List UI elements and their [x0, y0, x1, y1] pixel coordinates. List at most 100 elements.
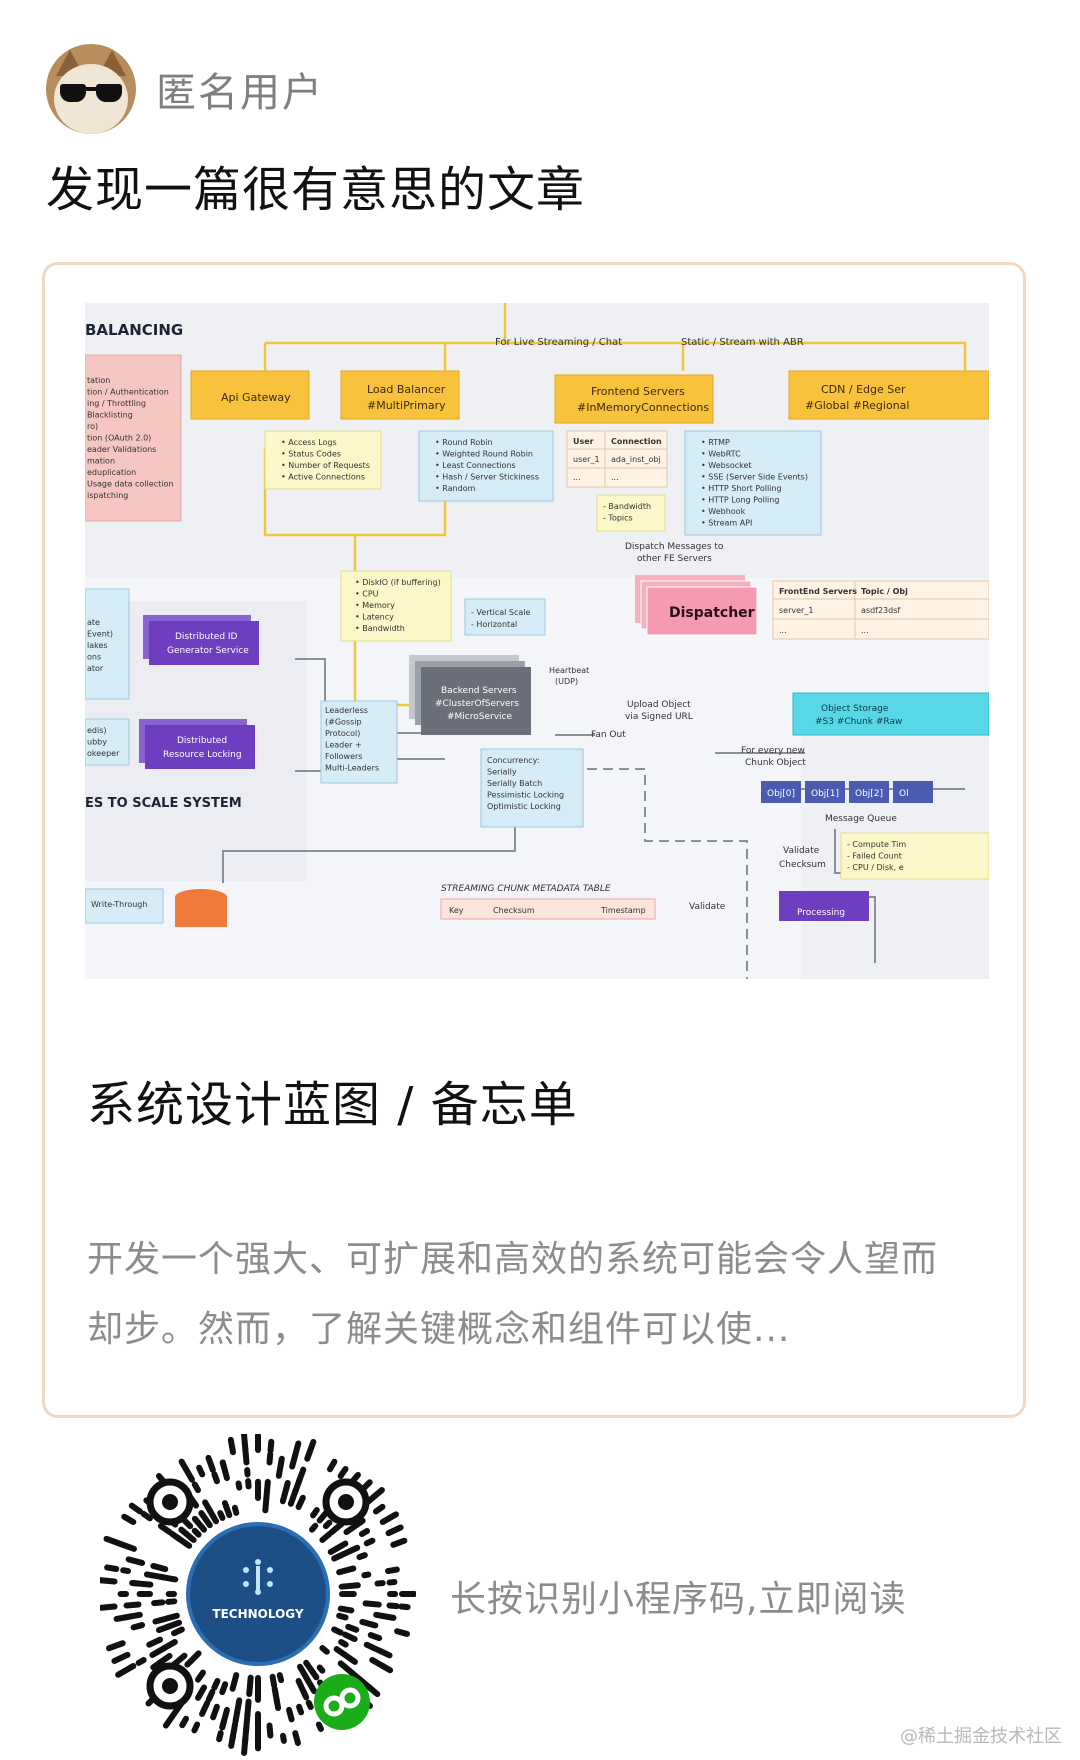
qr-dot: [117, 1617, 128, 1619]
qr-dot: [205, 1502, 210, 1510]
svg-text:#Global #Regional: #Global #Regional: [805, 399, 909, 412]
sunglasses-icon: [60, 84, 122, 102]
svg-text:Validate: Validate: [783, 846, 820, 856]
leader-list-item: Protocol): [325, 729, 360, 738]
article-card[interactable]: BALANCING For Live Streaming / Chat Stat…: [42, 262, 1026, 1418]
qr-dot: [195, 1531, 199, 1535]
qr-dot: [348, 1627, 356, 1630]
qr-dot: [202, 1703, 207, 1714]
qr-dot: [362, 1622, 375, 1625]
qr-dot: [152, 1648, 164, 1655]
left-list2-item: ons: [87, 653, 101, 662]
protocol-list-item: • WebRTC: [701, 450, 741, 459]
qr-dot: [239, 1484, 240, 1488]
dispatcher-label: Dispatcher: [669, 605, 755, 621]
obj-label: Obj[0]: [767, 789, 795, 799]
left-list3-item: okeeper: [87, 749, 120, 758]
qr-dot: [219, 1733, 221, 1739]
qr-dot: [271, 1442, 272, 1451]
qr-dot: [401, 1607, 407, 1608]
qr-dot: [378, 1650, 390, 1656]
qr-dot: [209, 1692, 212, 1700]
qr-dot: [118, 1666, 133, 1675]
svg-text:Distributed ID: Distributed ID: [175, 632, 238, 642]
metrics-list-item: • Memory: [355, 601, 395, 610]
svg-text:...: ...: [611, 473, 619, 482]
avatar[interactable]: [46, 44, 136, 134]
qr-dot: [159, 1627, 168, 1630]
qr-dot: [139, 1660, 144, 1663]
left-list2-item: lakes: [87, 641, 108, 650]
svg-text:FrontEnd Servers: FrontEnd Servers: [779, 587, 857, 596]
svg-text:Validate: Validate: [689, 902, 726, 912]
qr-dot: [331, 1544, 346, 1552]
author-name[interactable]: 匿名用户: [156, 60, 324, 118]
left-list-item: tation: [87, 376, 110, 385]
svg-text:...: ...: [573, 473, 581, 482]
qr-dot: [231, 1736, 233, 1746]
qr-dot: [249, 1678, 250, 1694]
qr-dot: [214, 1681, 217, 1688]
left-list-item: eader Validations: [87, 445, 156, 454]
svg-text:#S3 #Chunk #Raw: #S3 #Chunk #Raw: [815, 717, 902, 727]
mini-program-code[interactable]: TECHNOLOGY: [100, 1434, 416, 1756]
post-header: 匿名用户: [46, 44, 324, 134]
article-description: 开发一个强大、可扩展和高效的系统可能会令人望而却步。然而，了解关键概念和组件可以…: [87, 1225, 947, 1365]
qr-dot: [100, 1580, 115, 1582]
leader-list-item: Multi-Leaders: [325, 764, 379, 773]
svg-text:Upload Object: Upload Object: [627, 700, 691, 710]
svg-text:server_1: server_1: [779, 606, 813, 615]
qr-dot: [309, 1703, 311, 1707]
svg-text:Dispatch Messages to: Dispatch Messages to: [625, 542, 724, 552]
qr-finder-center: [162, 1678, 178, 1694]
left-list-item: eduplication: [87, 468, 136, 477]
qr-dot: [195, 1485, 198, 1491]
leader-list-item: (#Gossip: [325, 718, 362, 727]
left-list2-item: Event): [87, 630, 113, 639]
qr-dot: [283, 1736, 284, 1741]
svg-text:Generator Service: Generator Service: [167, 646, 249, 656]
qr-dot: [339, 1568, 353, 1572]
qr-dot: [339, 1616, 345, 1618]
qr-dot: [199, 1468, 202, 1475]
compute-list-item: - CPU / Disk, e: [847, 863, 904, 872]
obj-label: Obj[2]: [855, 789, 883, 799]
metrics-list-item: • Latency: [355, 613, 394, 622]
qr-dot: [182, 1719, 186, 1726]
qr-dot: [123, 1570, 128, 1571]
qr-dot: [345, 1635, 355, 1639]
left-list3-item: edis): [87, 726, 107, 735]
lb-list-item: • Least Connections: [435, 461, 516, 470]
qr-dot: [393, 1541, 404, 1545]
svg-text:Resource Locking: Resource Locking: [163, 750, 242, 760]
svg-text:Heartbeat: Heartbeat: [549, 666, 589, 675]
qr-dot: [214, 1474, 217, 1481]
left-list-item: mation: [87, 457, 115, 466]
qr-dot: [383, 1666, 390, 1670]
qr-dot: [154, 1602, 162, 1603]
qr-dot: [266, 1482, 267, 1498]
svg-text:Checksum: Checksum: [779, 860, 826, 870]
system-design-diagram: BALANCING For Live Streaming / Chat Stat…: [85, 303, 989, 979]
svg-text:Checksum: Checksum: [493, 906, 535, 915]
qr-dot: [376, 1507, 382, 1512]
concurrency-list-item: Concurrency:: [487, 756, 540, 765]
qr-dot: [368, 1687, 377, 1695]
qr-dot: [225, 1503, 229, 1515]
qr-dot: [161, 1526, 170, 1532]
svg-text:For every new: For every new: [741, 746, 805, 756]
article-title[interactable]: 系统设计蓝图 / 备忘单: [87, 1065, 578, 1135]
qr-dot: [223, 1463, 224, 1467]
lb-list-item: • Hash / Server Stickiness: [435, 473, 539, 482]
svg-text:user_1: user_1: [573, 455, 600, 464]
protocol-list-item: • HTTP Short Polling: [701, 484, 782, 493]
left-list-item: tion / Authentication: [87, 388, 169, 397]
qr-dot: [144, 1514, 150, 1518]
svg-text:Connection: Connection: [611, 437, 662, 446]
lb-list-item: • Random: [435, 484, 476, 493]
qr-dot: [174, 1630, 182, 1634]
qr-dot: [155, 1619, 165, 1622]
svg-text:#ClusterOfServers: #ClusterOfServers: [435, 699, 519, 709]
qr-dot: [371, 1635, 379, 1638]
qr-dot: [307, 1442, 313, 1459]
